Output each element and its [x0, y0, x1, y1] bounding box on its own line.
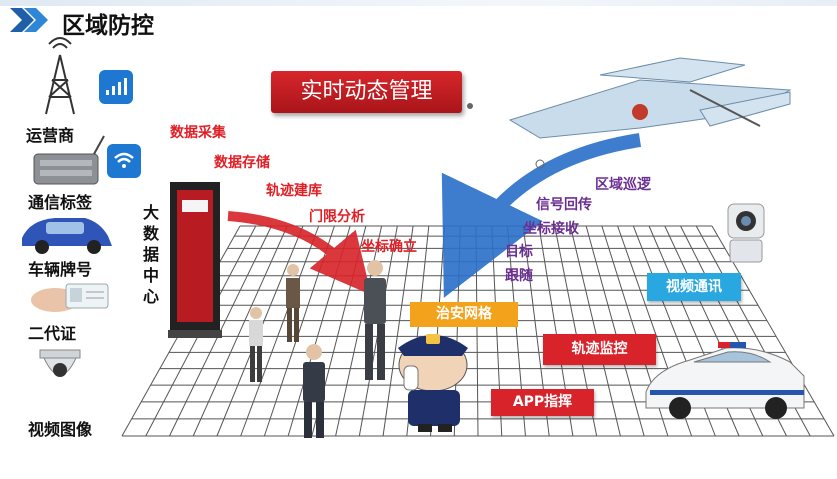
box-app-command: APP指挥	[491, 389, 594, 416]
label-track-build: 轨迹建库	[266, 183, 322, 199]
datacenter-char: 大	[142, 203, 159, 222]
box-security-grid: 治安网格	[410, 302, 518, 327]
box-video-comm: 视频通讯	[647, 273, 741, 301]
label-comm-tag: 通信标签	[28, 193, 93, 212]
box-track-monitor: 轨迹监控	[543, 334, 656, 365]
police-cartoon	[398, 334, 468, 432]
datacenter-char: 心	[142, 287, 159, 306]
drone-icon	[508, 57, 792, 139]
datacenter-tower	[168, 182, 222, 338]
person-figure	[303, 344, 325, 438]
label-signal-return: 信号回传	[536, 197, 592, 213]
person-figure	[286, 264, 300, 342]
label-coord-establish: 坐标确立	[361, 239, 417, 255]
cell-tower-icon	[45, 37, 75, 115]
police-car-icon	[645, 342, 805, 419]
label-operator: 运营商	[26, 126, 75, 145]
page-title: 区域防控	[62, 13, 154, 39]
person-figure	[249, 307, 263, 382]
signal-bars-icon	[99, 70, 133, 104]
label-plate: 车辆牌号	[28, 260, 93, 279]
datacenter-arrow	[227, 211, 372, 295]
label-coord-receive: 坐标接收	[523, 221, 579, 237]
label-data-collect: 数据采集	[170, 125, 226, 141]
car-icon	[22, 218, 112, 254]
dome-camera-icon	[39, 349, 81, 377]
person-figure	[364, 260, 386, 380]
datacenter-char: 中	[142, 266, 159, 285]
datacenter-label: 大 数 据 中 心	[142, 202, 160, 307]
label-video: 视频图像	[28, 420, 93, 439]
chevron-right-icon	[10, 8, 48, 32]
datacenter-char: 据	[142, 245, 159, 264]
label-patrol: 区域巡逻	[595, 177, 651, 193]
label-id-card: 二代证	[28, 324, 77, 343]
comm-device-icon	[33, 135, 105, 185]
top-strip	[0, 0, 837, 6]
id-card-icon	[31, 283, 109, 312]
label-threshold: 门限分析	[309, 209, 365, 225]
downlink-arrow	[441, 133, 642, 298]
realtime-management-banner: 实时动态管理	[271, 71, 462, 113]
datacenter-char: 数	[142, 224, 159, 243]
label-data-store: 数据存储	[214, 155, 270, 171]
webcam-icon	[727, 203, 765, 263]
label-target-follow: 目标跟随	[505, 244, 533, 284]
wifi-icon	[107, 144, 141, 178]
